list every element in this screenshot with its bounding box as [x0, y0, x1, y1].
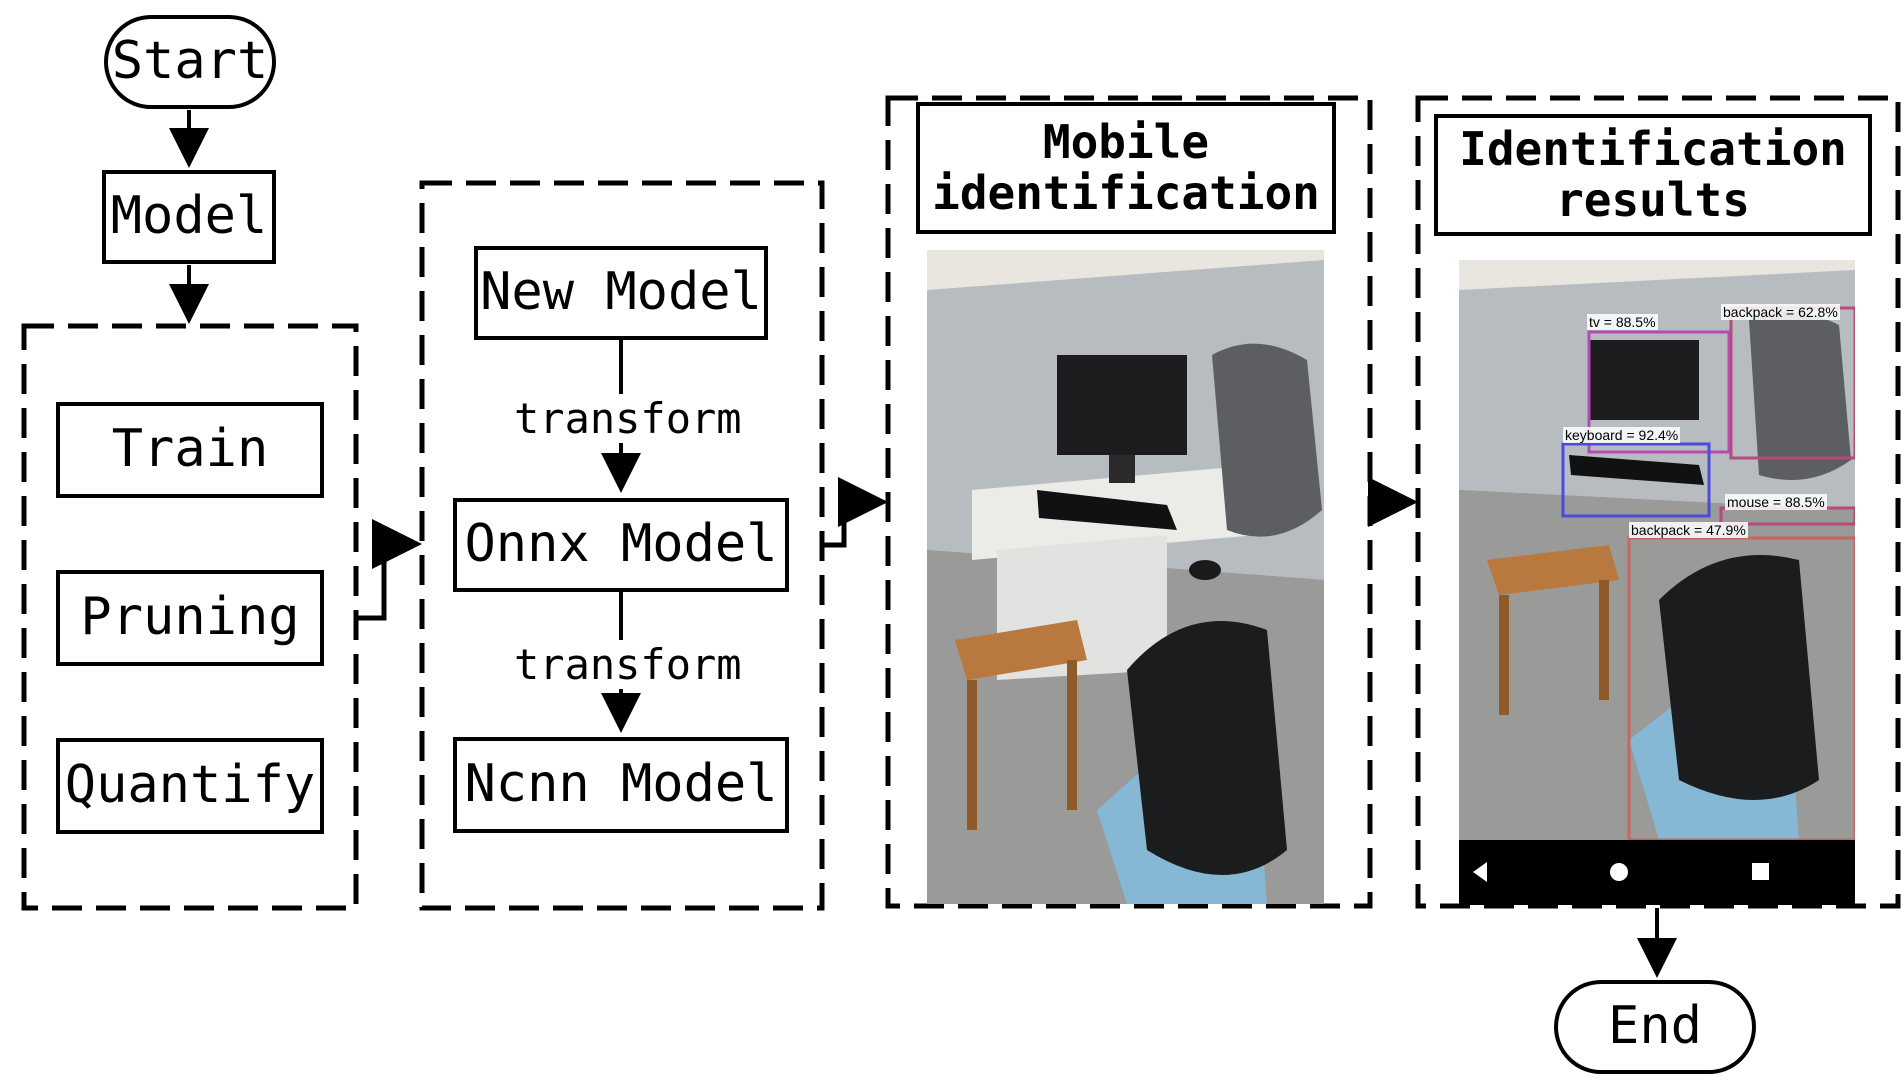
mobile-photo — [927, 250, 1324, 904]
detection-box-tv — [1587, 330, 1731, 454]
model-node: Model — [102, 170, 276, 264]
transform-label-2: transform — [514, 640, 742, 689]
detection-label-mouse: mouse = 88.5% — [1725, 494, 1827, 510]
start-node: Start — [104, 15, 276, 109]
mobile-identification-title: Mobile identification — [916, 102, 1336, 234]
pruning-node: Pruning — [56, 570, 324, 666]
onnx-model-node: Onnx Model — [453, 498, 789, 592]
identification-results-title: Identification results — [1434, 114, 1872, 236]
detection-label-tv: tv = 88.5% — [1587, 314, 1658, 330]
compression-group-frame — [21, 323, 359, 911]
new-model-node: New Model — [474, 246, 768, 340]
results-group-frame — [1415, 95, 1901, 909]
results-photo: tv = 88.5% backpack = 62.8% keyboard = 9… — [1459, 260, 1855, 905]
quantify-node: Quantify — [56, 738, 324, 834]
arrow-group1-to-group2 — [358, 519, 422, 621]
conversion-group-frame — [419, 180, 825, 911]
end-node: End — [1554, 980, 1756, 1074]
train-node: Train — [56, 402, 324, 498]
nav-back-icon[interactable] — [1473, 862, 1487, 882]
nav-home-icon[interactable] — [1610, 863, 1628, 881]
arrow-group2-to-group3 — [824, 477, 888, 548]
detection-box-keyboard — [1561, 442, 1711, 518]
detection-label-keyboard: keyboard = 92.4% — [1563, 427, 1681, 443]
desk-scene-illustration — [927, 250, 1324, 904]
detection-label-backpack-2: backpack = 47.9% — [1629, 522, 1748, 538]
ncnn-model-node: Ncnn Model — [453, 737, 789, 833]
nav-recents-icon[interactable] — [1752, 863, 1769, 880]
detection-label-backpack-1: backpack = 62.8% — [1721, 304, 1840, 320]
detected-scene-illustration — [1459, 260, 1855, 905]
transform-label-1: transform — [514, 394, 742, 443]
